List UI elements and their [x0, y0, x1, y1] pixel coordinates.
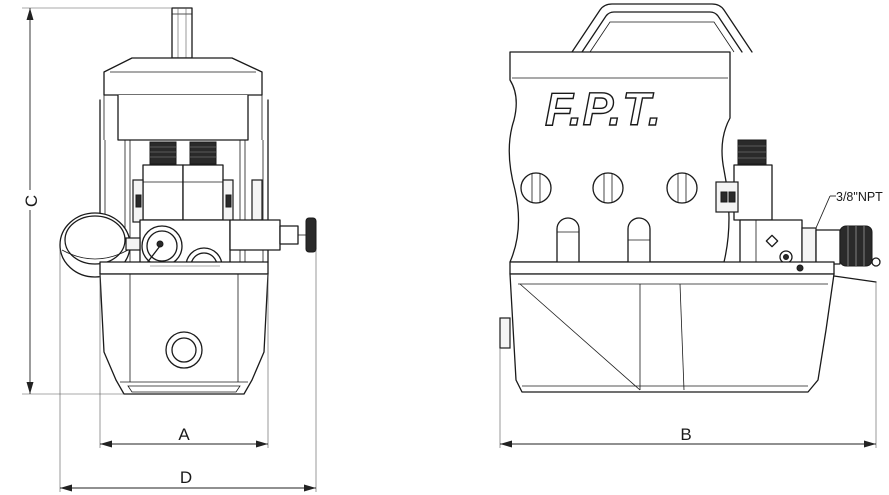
dimension-c: C — [22, 7, 172, 395]
dimension-d-label: D — [180, 468, 192, 487]
front-valve-knob-left — [139, 225, 183, 273]
port-size-label: 3/8"NPT — [836, 190, 883, 204]
side-reservoir — [499, 261, 835, 393]
port-callout: 3/8"NPT — [815, 190, 883, 229]
front-pressure-gauge — [59, 212, 141, 278]
dimension-a: A — [99, 274, 269, 448]
dimension-a-label: A — [178, 425, 190, 444]
side-outlet-coupler — [801, 225, 881, 283]
front-top-pipe — [171, 7, 193, 59]
front-view — [59, 7, 317, 395]
dimension-d: D — [59, 250, 317, 492]
dimension-b-label: B — [680, 425, 691, 444]
side-vent-row — [520, 172, 698, 204]
side-manifold — [739, 219, 803, 265]
dimension-c-label: C — [22, 195, 41, 207]
side-solenoid — [715, 139, 773, 221]
brand-logo: F.P.T. — [545, 83, 662, 135]
front-solenoid-left — [132, 141, 184, 223]
front-solenoid-right — [182, 141, 234, 223]
side-housing: F.P.T. — [508, 51, 731, 283]
dimension-b: B — [499, 282, 877, 448]
front-top-cover — [103, 57, 263, 141]
side-carry-handle — [571, 3, 753, 53]
front-reservoir — [99, 261, 269, 395]
side-view: F.P.T. — [499, 3, 881, 393]
